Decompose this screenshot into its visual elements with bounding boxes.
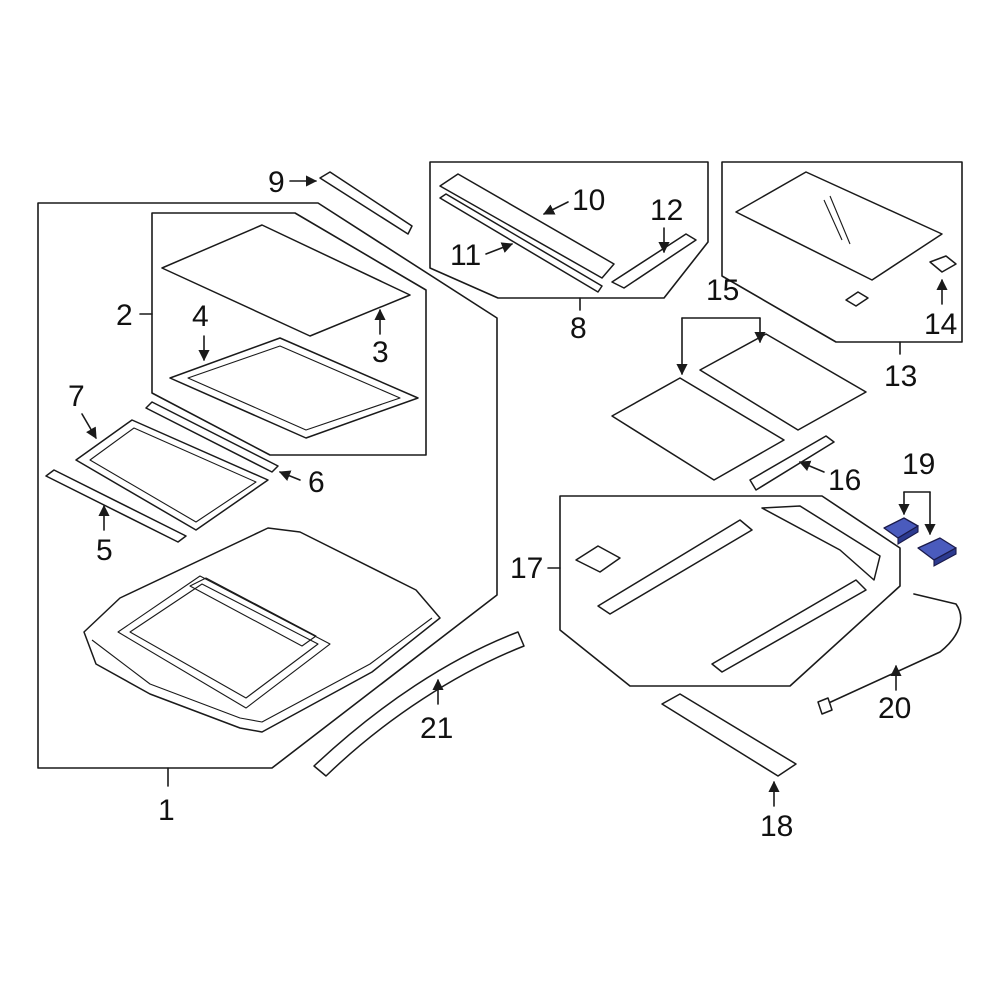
frame-part-17-left-rail xyxy=(597,519,753,615)
glass-panel-part-3 xyxy=(161,224,411,337)
label-part-19: 19 xyxy=(902,448,935,481)
frame-part-17-right-rail xyxy=(711,579,867,673)
rail-part-16 xyxy=(749,435,835,491)
label-part-3: 3 xyxy=(372,336,389,369)
leader-11 xyxy=(485,242,514,255)
roof-panel-opening xyxy=(117,575,331,709)
label-part-7: 7 xyxy=(68,380,85,413)
group-2-frame xyxy=(151,212,427,456)
bracket-part-18 xyxy=(661,693,797,777)
roof-panel xyxy=(83,527,441,733)
glass-part-13-reflection-b xyxy=(829,195,851,245)
cable-part-20 xyxy=(821,593,962,707)
label-part-4: 4 xyxy=(192,300,209,333)
sunshade-part-15-left xyxy=(611,377,785,481)
glass-part-13 xyxy=(735,171,943,281)
label-part-21: 21 xyxy=(420,712,453,745)
label-part-17: 17 xyxy=(510,552,543,585)
label-part-8: 8 xyxy=(570,312,587,345)
group-13-frame xyxy=(721,161,963,343)
leader-7 xyxy=(81,413,97,439)
bracket-part-19-a-side xyxy=(897,525,919,545)
group-8-frame xyxy=(429,161,709,299)
strip-part-6 xyxy=(145,401,279,473)
glass-part-13-reflection-a xyxy=(823,199,843,241)
label-part-12: 12 xyxy=(650,194,683,227)
label-part-5: 5 xyxy=(96,534,113,567)
label-part-18: 18 xyxy=(760,810,793,843)
label-part-16: 16 xyxy=(828,464,861,497)
leader-6 xyxy=(278,470,301,481)
rail-part-21 xyxy=(313,631,525,777)
roof-panel-rail xyxy=(189,577,317,647)
strip-part-5 xyxy=(45,469,187,543)
roof-panel-opening-inner xyxy=(129,583,319,699)
group-17-frame xyxy=(559,495,901,687)
deflector-part-10 xyxy=(439,173,615,279)
bracket-part-19-b-side xyxy=(933,547,957,567)
glass-seal-part-4-inner xyxy=(187,345,401,431)
label-part-15: 15 xyxy=(706,274,739,307)
roof-panel-edge xyxy=(91,617,433,723)
cable-part-20-end xyxy=(817,697,833,715)
frame-part-7 xyxy=(75,419,269,531)
leader-10 xyxy=(542,201,569,215)
group-1-frame xyxy=(37,202,498,769)
label-part-1: 1 xyxy=(158,794,175,827)
label-part-11: 11 xyxy=(450,239,481,272)
label-part-20: 20 xyxy=(878,692,911,725)
frame-part-7-inner xyxy=(89,427,257,523)
label-part-9: 9 xyxy=(268,166,285,199)
rail-part-9 xyxy=(319,171,413,235)
label-part-10: 10 xyxy=(572,184,605,217)
sunshade-part-15-right xyxy=(699,333,867,431)
label-part-2: 2 xyxy=(116,299,133,332)
bracket-part-13 xyxy=(845,291,869,307)
label-part-6: 6 xyxy=(308,466,325,499)
label-part-14: 14 xyxy=(924,308,957,341)
frame-part-17-bracket xyxy=(575,545,621,573)
clip-part-14 xyxy=(929,255,957,273)
frame-part-17-rear xyxy=(761,505,881,581)
seal-part-11 xyxy=(439,193,603,293)
leader-16 xyxy=(798,460,825,473)
arm-part-12 xyxy=(611,233,697,289)
label-part-13: 13 xyxy=(884,360,917,393)
